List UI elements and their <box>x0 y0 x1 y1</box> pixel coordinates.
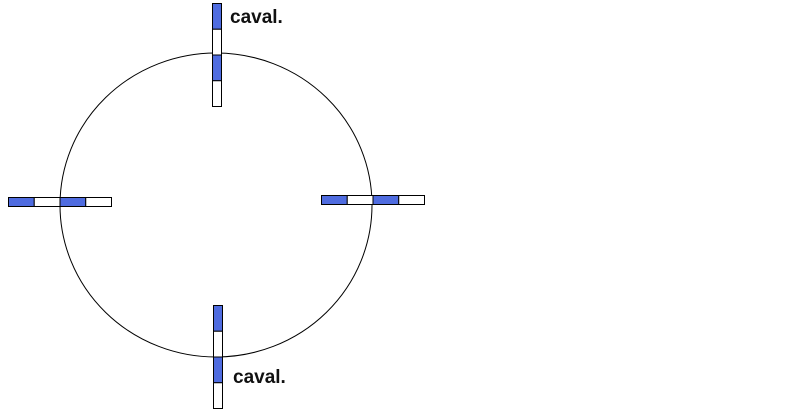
south-marker-segment-white <box>213 330 223 358</box>
north-marker-segment-white <box>212 28 222 56</box>
east-marker-segment-blue <box>321 195 348 205</box>
east-marker-segment-blue <box>372 195 400 205</box>
south-marker-segment-blue <box>213 305 223 332</box>
east-marker-segment-white <box>398 195 425 205</box>
north-marker-segment-blue <box>212 54 222 82</box>
north-marker-segment-blue <box>212 3 222 30</box>
west-marker-segment-white <box>85 197 112 207</box>
south-marker-segment-blue <box>213 356 223 384</box>
north-marker-segment-white <box>212 80 222 107</box>
south-marker-segment-white <box>213 382 223 409</box>
label-top: caval. <box>230 7 283 28</box>
west-marker-segment-white <box>33 197 61 207</box>
west-marker-segment-blue <box>59 197 87 207</box>
east-marker-segment-white <box>346 195 374 205</box>
west-marker-segment-blue <box>8 197 35 207</box>
label-bottom: caval. <box>233 367 286 388</box>
